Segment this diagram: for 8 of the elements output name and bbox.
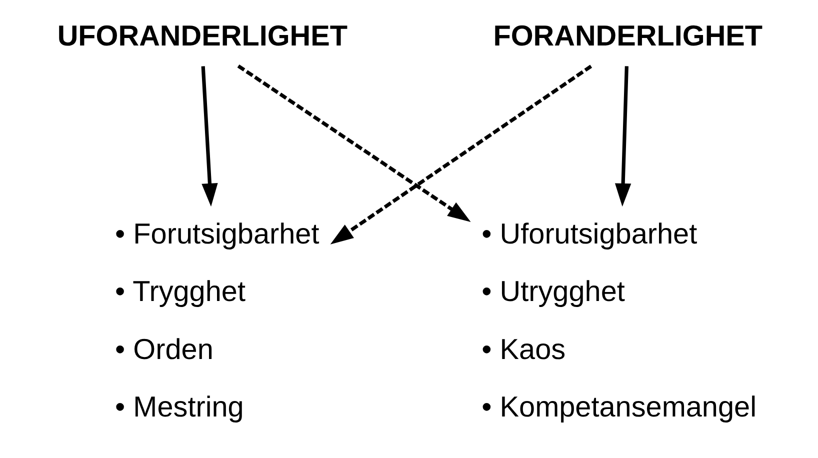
node-text: UFORANDERLIGHET bbox=[56, 20, 348, 53]
arrow bbox=[614, 66, 631, 207]
node-text: • Uforutsigbarhet • Utrygghet • Kaos • Kompetansemangel bbox=[481, 218, 756, 424]
arrow bbox=[236, 64, 470, 222]
arrow bbox=[330, 64, 592, 244]
node-text: FORANDERLIGHET bbox=[492, 20, 762, 53]
arrow bbox=[200, 66, 218, 207]
node-text: • Forutsigbarhet • Trygghet • Orden • Mestring bbox=[114, 218, 319, 424]
